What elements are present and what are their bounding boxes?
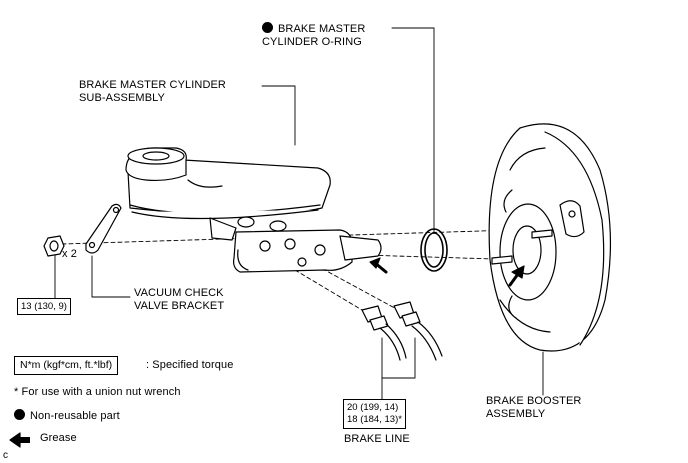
torque-box-brake-line: 20 (199, 14) 18 (184, 13)*	[343, 399, 406, 429]
legend-union-note: * For use with a union nut wrench	[14, 386, 181, 398]
label-o-ring-line2: CYLINDER O-RING	[262, 36, 362, 48]
label-master-line2: SUB-ASSEMBLY	[79, 92, 165, 104]
grease-arrow-cylinder	[369, 257, 388, 274]
torque-line-b: 18 (184, 13)*	[347, 414, 402, 425]
label-times-two: x 2	[62, 248, 77, 260]
vacuum-bracket	[85, 203, 122, 254]
label-master-cylinder: BRAKE MASTER CYLINDER SUB-ASSEMBLY	[79, 79, 226, 105]
label-vacuum-line2: VALVE BRACKET	[134, 300, 225, 312]
label-master-line1: BRAKE MASTER CYLINDER	[79, 79, 226, 91]
non-reusable-dot-icon	[262, 22, 273, 33]
legend-nonreusable: Non-reusable part	[14, 409, 120, 423]
torque-line-a: 20 (199, 14)	[347, 402, 399, 413]
corner-mark: c	[3, 450, 9, 461]
flange-nut	[43, 235, 65, 257]
legend-grease-arrow-icon	[9, 432, 30, 448]
label-vacuum-bracket: VACUUM CHECK VALVE BRACKET	[134, 287, 224, 313]
legend-grease: Grease	[40, 432, 77, 444]
torque-box-nut: 13 (130, 9)	[17, 298, 71, 315]
legend-unit-desc: : Specified torque	[146, 359, 234, 371]
master-cylinder-body	[209, 216, 382, 273]
label-o-ring: BRAKE MASTER CYLINDER O-RING	[262, 22, 365, 49]
label-brake-line: BRAKE LINE	[344, 433, 410, 445]
o-ring	[420, 228, 448, 272]
grease-arrow-booster	[508, 265, 525, 287]
label-o-ring-line1: BRAKE MASTER	[278, 23, 366, 35]
label-brake-booster: BRAKE BOOSTER ASSEMBLY	[486, 395, 581, 421]
legend-unit-box: N*m (kgf*cm, ft.*lbf)	[14, 356, 119, 375]
legend-dot-icon	[14, 409, 25, 420]
leader-lines	[54, 27, 544, 401]
label-booster-line1: BRAKE BOOSTER	[486, 395, 582, 407]
label-vacuum-line1: VACUUM CHECK	[134, 287, 224, 299]
brake-booster	[488, 123, 612, 352]
master-cylinder-reservoir	[125, 147, 331, 220]
brake-lines	[361, 301, 443, 361]
legend-nonreusable-text: Non-reusable part	[30, 410, 120, 422]
label-booster-line2: ASSEMBLY	[486, 408, 546, 420]
